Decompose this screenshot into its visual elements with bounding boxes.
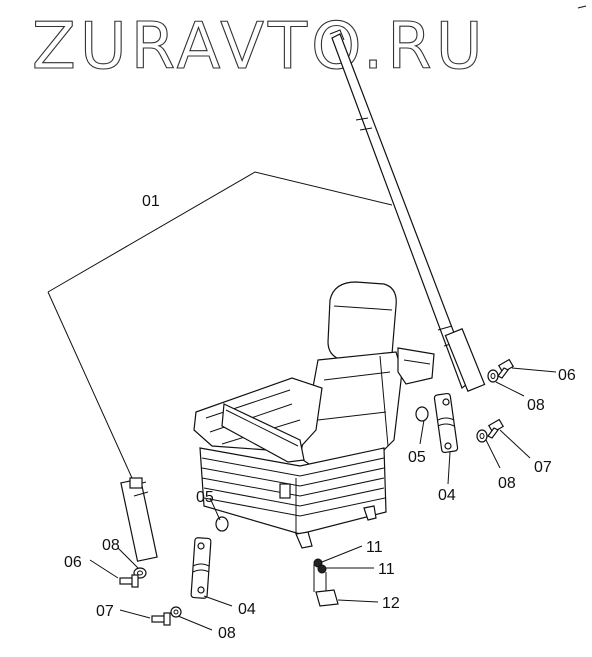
callout-12: 12 xyxy=(382,595,400,612)
callout-08-left-top: 08 xyxy=(102,537,120,554)
callout-05-right: 05 xyxy=(408,449,426,466)
callout-04-right: 04 xyxy=(438,487,456,504)
callout-06-left: 06 xyxy=(64,554,82,571)
callout-05-left: 05 xyxy=(196,489,214,506)
callout-11-bottom: 11 xyxy=(378,561,395,578)
callout-04-bottom: 04 xyxy=(238,601,256,618)
callout-08-left-bottom: 08 xyxy=(218,625,236,642)
watermark-text: ZURAVTO.RU xyxy=(32,10,487,84)
buckle-strap-icon xyxy=(190,392,459,599)
callout-08-right-top: 08 xyxy=(527,397,545,414)
corner-mark-icon xyxy=(577,5,587,9)
bolt-icon xyxy=(119,358,515,626)
washer-icon xyxy=(133,369,499,618)
callout-11-top: 11 xyxy=(366,539,383,556)
seat-belt-assembly-icon xyxy=(47,29,486,562)
collar-spacer-icon xyxy=(215,406,429,532)
callout-08-right-mid: 08 xyxy=(498,475,516,492)
callout-06-right: 06 xyxy=(558,367,576,384)
operator-seat-icon xyxy=(193,281,435,549)
leader-lines xyxy=(89,367,557,631)
callout-07-left: 07 xyxy=(96,603,114,620)
callout-01: 01 xyxy=(142,193,160,210)
lever-handle-icon xyxy=(313,558,339,607)
callout-07-right: 07 xyxy=(534,459,552,476)
